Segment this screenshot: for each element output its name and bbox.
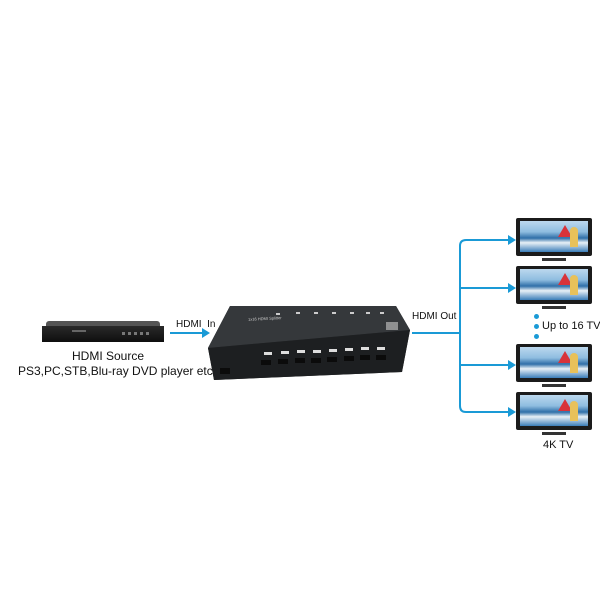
tv-4 [516,392,592,438]
output-distribution-arrows [412,235,516,417]
up-to-16-tv-label: Up to 16 TV [542,320,600,332]
ellipsis-dot [534,334,539,339]
4k-tv-label: 4K TV [543,439,574,451]
hdmi-in-label: HDMI In [176,319,216,330]
tv-1 [516,218,592,264]
source-title: HDMI Source [72,349,145,363]
input-arrow [170,328,210,338]
source-subtitle: PS3,PC,STB,Blu-ray DVD player etc [18,364,213,378]
tv-2 [516,266,592,312]
dvd-player-image [42,321,164,345]
hdmi-out-label: HDMI Out [412,311,457,322]
hdmi-splitter-device [208,306,410,380]
tv-3 [516,344,592,390]
ellipsis-dot [534,314,539,319]
ellipsis-dot [534,324,539,329]
